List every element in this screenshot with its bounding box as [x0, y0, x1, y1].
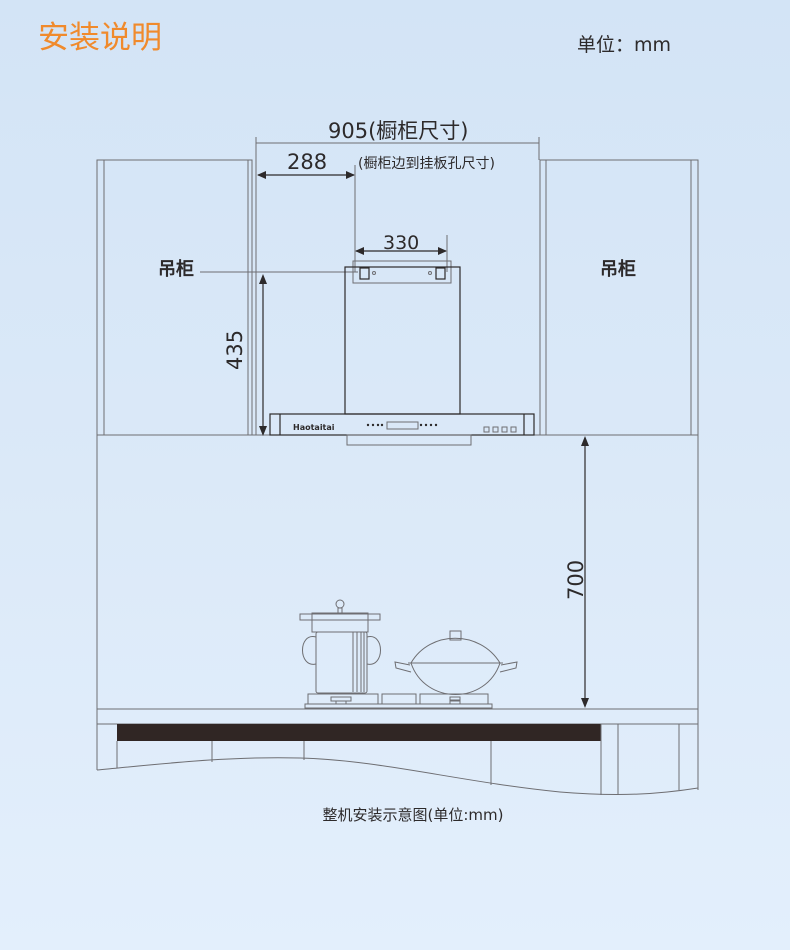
dimension-330: 330 — [355, 232, 448, 272]
dimension-288: 288 (橱柜边到挂板孔尺寸) — [257, 150, 495, 272]
unit-label: 单位：mm — [577, 34, 671, 56]
gas-stove-illustration — [304, 693, 493, 709]
hood-height-value: 435 — [223, 330, 247, 370]
range-hood: Haotaitai — [269, 260, 535, 446]
lower-cabinet — [96, 708, 699, 796]
wok-illustration — [394, 630, 518, 695]
cabinet-left-label: 吊柜 — [158, 258, 194, 280]
upper-cabinet-right: 吊柜 — [539, 159, 699, 435]
dimension-700: 700 — [564, 436, 589, 708]
diagram-caption: 整机安装示意图(单位:mm) — [323, 806, 504, 824]
dimension-905: 905(橱柜尺寸) — [255, 119, 540, 435]
stock-pot-illustration — [299, 599, 381, 694]
hood-display — [386, 421, 419, 430]
cabinet-width-label: 905(橱柜尺寸) — [328, 119, 468, 143]
brand-logo: Haotaitai — [293, 423, 335, 432]
cabinet-right-label: 吊柜 — [600, 258, 636, 280]
stove-clearance-value: 700 — [564, 560, 588, 600]
edge-to-hole-label: (橱柜边到挂板孔尺寸) — [358, 156, 495, 172]
counter-band — [117, 724, 601, 741]
hood-control-buttons — [366, 423, 438, 427]
upper-cabinet-left: 吊柜 — [96, 159, 253, 435]
edge-to-hole-value: 288 — [287, 150, 327, 174]
dimension-435: 435 — [223, 274, 267, 436]
hood-side-icons — [483, 426, 517, 433]
page-title: 安装说明 — [38, 20, 162, 56]
hole-spacing-value: 330 — [383, 232, 419, 254]
